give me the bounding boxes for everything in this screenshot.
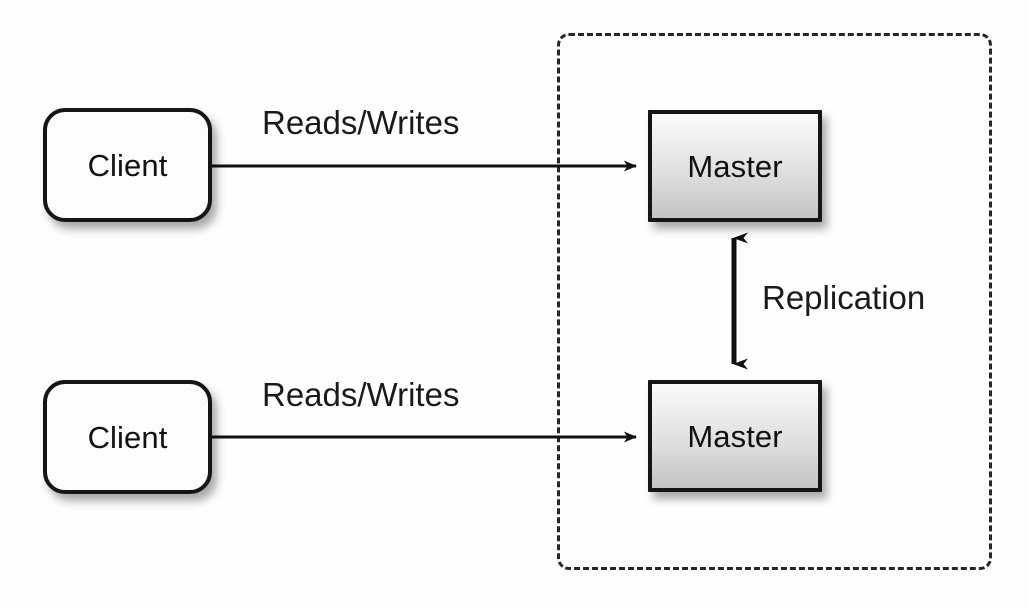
edge-label-reads-writes-bottom: Reads/Writes <box>262 376 460 413</box>
replication-cluster-boundary <box>557 33 992 570</box>
node-label: Master <box>687 418 783 454</box>
node-master-top[interactable]: Master <box>648 110 822 222</box>
node-master-bottom[interactable]: Master <box>648 380 822 492</box>
node-label: Client <box>87 147 168 183</box>
edge-label-reads-writes-top: Reads/Writes <box>262 104 460 141</box>
node-client-top[interactable]: Client <box>43 108 212 222</box>
edge-label-replication: Replication <box>762 279 926 316</box>
node-label: Client <box>87 419 168 455</box>
node-client-bottom[interactable]: Client <box>43 380 212 494</box>
node-label: Master <box>687 148 783 184</box>
